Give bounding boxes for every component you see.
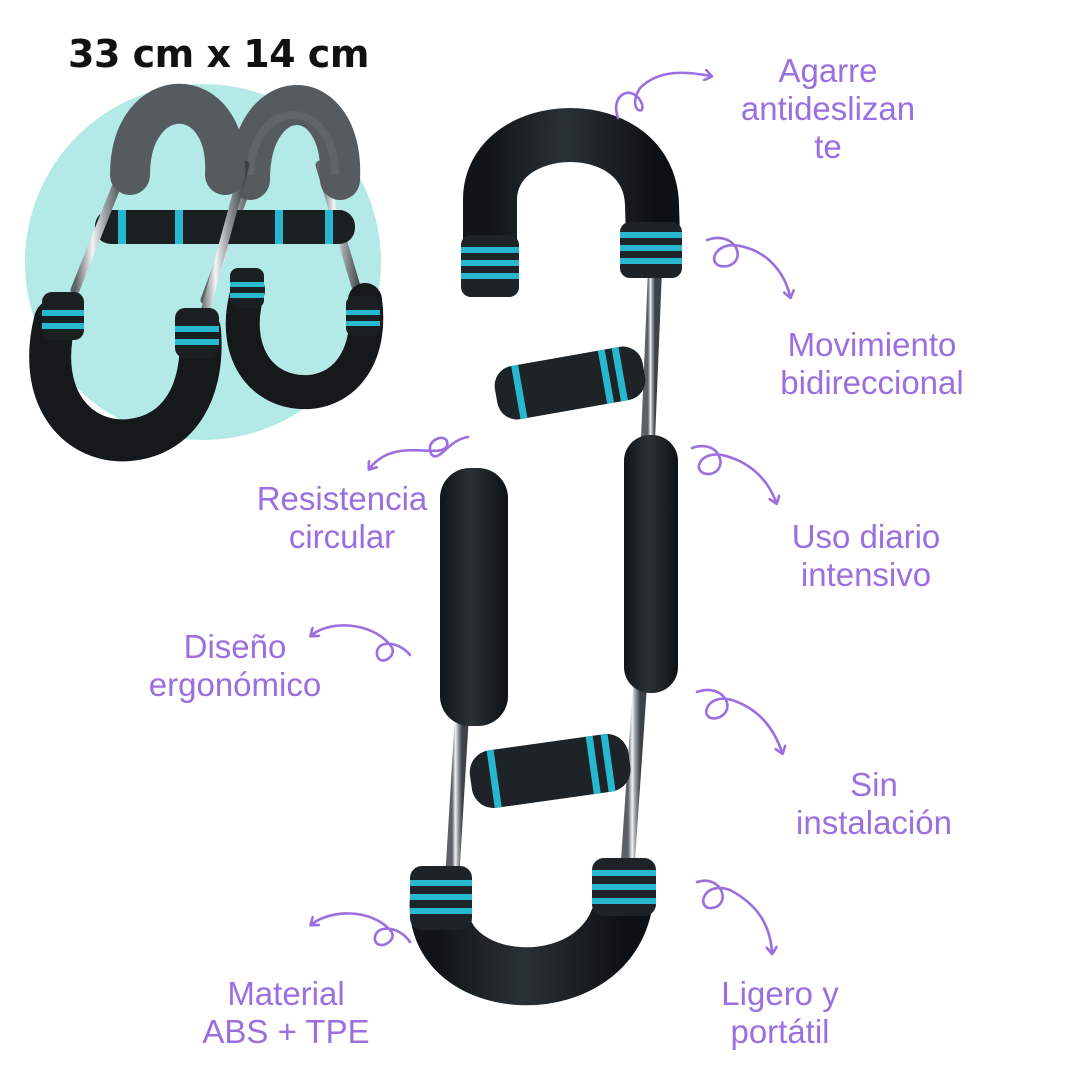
- feature-uso-diario-line-2: intensivo: [800, 556, 932, 593]
- folded-device-image: [29, 83, 384, 462]
- feature-movimiento: Movimiento bidireccional: [772, 326, 972, 402]
- feature-movimiento-line-2: bidireccional: [780, 364, 964, 401]
- arrow-uso-diario: [690, 444, 776, 502]
- arrow-diseno: [312, 624, 412, 662]
- feature-diseno: Diseño ergonómico: [135, 628, 335, 704]
- arrow-ligero: [695, 879, 772, 952]
- feature-ligero-line-2: portátil: [730, 1013, 830, 1050]
- feature-agarre-line-3: te: [814, 128, 842, 165]
- feature-material-line-1: Material: [227, 975, 345, 1012]
- feature-agarre-line-1: Agarre: [778, 52, 878, 89]
- inset-circle-badge: [25, 83, 384, 462]
- feature-resistencia-line-1: Resistencia: [256, 480, 428, 517]
- arrow-sin-instalacion: [695, 688, 782, 752]
- feature-uso-diario: Uso diario intensivo: [766, 518, 966, 594]
- feature-material-line-2: ABS + TPE: [202, 1013, 370, 1050]
- arrow-agarre: [615, 73, 710, 120]
- feature-sin-instalacion: Sin instalación: [774, 766, 974, 842]
- feature-movimiento-line-1: Movimiento: [787, 326, 957, 363]
- feature-agarre: Agarre antideslizan te: [728, 52, 928, 166]
- feature-sin-instalacion-line-1: Sin: [850, 766, 898, 803]
- feature-diseno-line-1: Diseño: [183, 628, 287, 665]
- arrow-movimiento: [705, 236, 790, 296]
- feature-uso-diario-line-1: Uso diario: [791, 518, 941, 555]
- feature-resistencia: Resistencia circular: [242, 480, 442, 556]
- feature-agarre-line-2: antideslizan: [740, 90, 916, 127]
- feature-material: Material ABS + TPE: [186, 975, 386, 1051]
- feature-sin-instalacion-line-2: instalación: [796, 804, 952, 841]
- feature-diseno-line-2: ergonómico: [148, 666, 322, 703]
- feature-ligero-line-1: Ligero y: [721, 975, 839, 1012]
- dimensions-label: 33 cm x 14 cm: [68, 32, 369, 76]
- feature-resistencia-line-2: circular: [288, 518, 396, 555]
- feature-ligero: Ligero y portátil: [680, 975, 880, 1051]
- arrow-resistencia: [370, 435, 470, 468]
- arrow-material: [312, 912, 412, 947]
- main-device-image: [409, 108, 682, 1006]
